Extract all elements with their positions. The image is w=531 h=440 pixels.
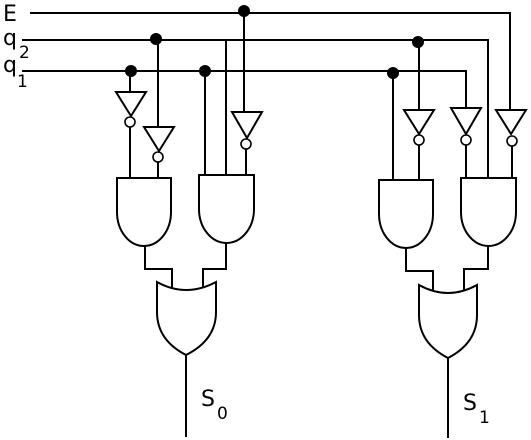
wire-e-bus: [30, 12, 511, 110]
not-gate-6: [494, 109, 528, 147]
not-gate-5-bubble: [460, 134, 472, 146]
junction-dot-q2-2: [412, 36, 424, 48]
wire-and4-to-or2: [463, 246, 489, 292]
input-e-text: E: [3, 2, 17, 27]
wire-and3-to-or2: [405, 248, 434, 291]
and-gate-3: [378, 179, 434, 249]
not-gate-2: [142, 126, 176, 163]
and-gate-1: [116, 177, 172, 247]
output-label-s0: S 0: [201, 387, 228, 424]
junction-dot-q1-2: [199, 65, 211, 77]
input-label-q1: q 1: [3, 53, 28, 92]
input-q1-text: q: [3, 53, 17, 78]
junction-dot-q2-1: [150, 33, 162, 45]
input-label-e: E: [3, 2, 17, 27]
not-gate-3-bubble: [240, 138, 252, 150]
not-gate-1-bubble: [124, 116, 136, 128]
wire-and2-to-or1: [202, 243, 227, 289]
wire-q2-bus: [22, 39, 489, 178]
not-gate-6-bubble: [506, 135, 518, 147]
input-q1-subscript: 1: [17, 72, 28, 92]
not-gate-4: [402, 109, 436, 146]
not-gate-1: [114, 91, 148, 128]
output-s0-text: S: [201, 387, 215, 412]
junction-dot-q1-3: [387, 67, 399, 79]
and-gate-4: [460, 177, 517, 247]
output-s1-text: S: [463, 391, 477, 416]
junction-dot-q1-1: [125, 65, 137, 77]
not-gate-3: [230, 111, 264, 150]
wire-q1-bus: [22, 70, 467, 108]
junction-dot-e-1: [238, 5, 250, 17]
not-gate-4-bubble: [413, 134, 425, 146]
output-s1-subscript: 1: [479, 408, 490, 428]
not-gate-5: [449, 107, 483, 146]
or-gate-1: [156, 280, 217, 357]
and-gate-2: [198, 174, 255, 244]
input-q2-subscript: 2: [19, 43, 30, 63]
wire-and1-to-or1: [144, 246, 173, 289]
wire-q2-to-not2: [156, 39, 159, 127]
input-q2-text: q: [3, 26, 17, 51]
or-gate-2: [418, 283, 478, 360]
not-gate-2-bubble: [152, 151, 164, 163]
output-label-s1: S 1: [463, 391, 490, 428]
input-label-q2: q 2: [3, 26, 30, 63]
output-s0-subscript: 0: [217, 404, 228, 424]
